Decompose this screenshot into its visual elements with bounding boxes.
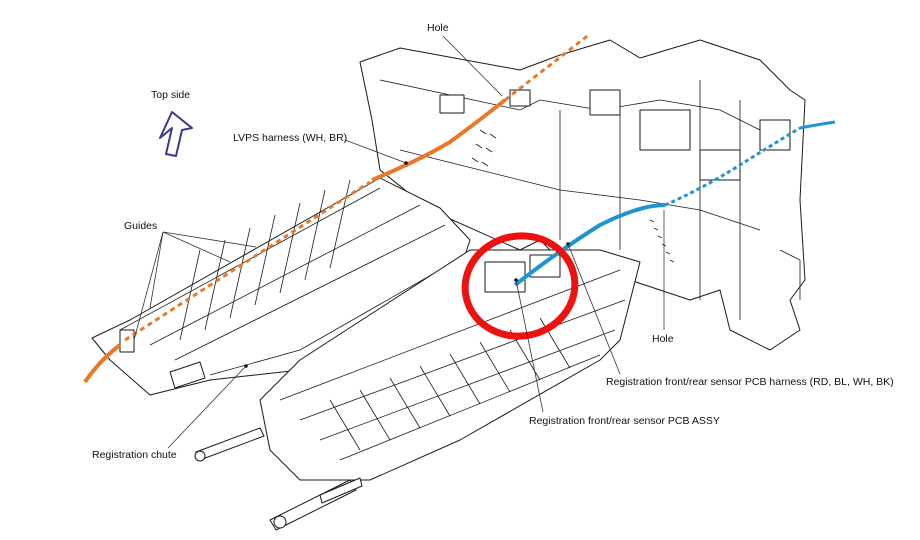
label-lvps-harness: LVPS harness (WH, BR): [233, 132, 348, 144]
label-hole-right: Hole: [652, 333, 674, 345]
label-guides: Guides: [124, 220, 158, 232]
registration-chute: [91, 177, 471, 396]
roller-assembly: [194, 249, 641, 531]
lvps-harness: [83, 32, 591, 384]
highlight-circle: [461, 232, 579, 340]
sensor-harness: [513, 120, 836, 287]
label-hole-top: Hole: [427, 22, 449, 34]
label-pcb-assy: Registration front/rear sensor PCB ASSY: [529, 415, 720, 427]
label-top-side: Top side: [151, 89, 191, 101]
label-sensor-harness: Registration front/rear sensor PCB harne…: [606, 376, 894, 388]
top-side-arrow: [159, 111, 193, 157]
label-registration-chute: Registration chute: [92, 449, 177, 461]
leader-lines: [133, 35, 665, 449]
side-frame: [359, 39, 806, 351]
